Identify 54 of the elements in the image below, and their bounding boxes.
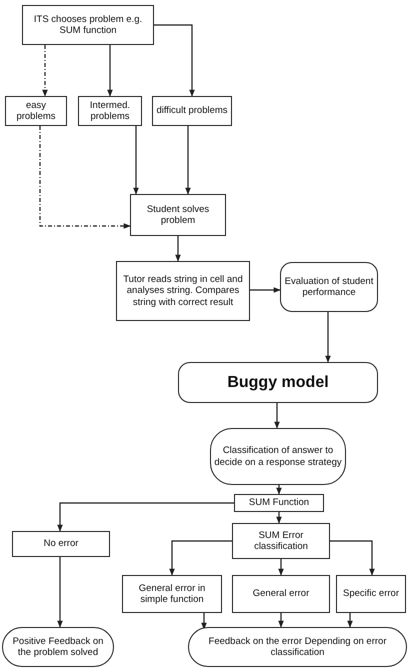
node-label: Intermed. problems [88,100,132,122]
arrow [39,126,131,229]
node-label: difficult problems [156,105,228,117]
node-label: General error in simple function [138,582,206,606]
node-label: Buggy model [227,372,329,392]
arrow [325,312,331,363]
process-box [336,575,406,613]
arrow [201,613,207,630]
arrow [330,540,375,576]
process-box [78,96,142,126]
arrow [133,126,139,195]
rounded-box [2,627,114,667]
arrow [57,557,63,628]
arrow [57,502,234,532]
node-label: SUM Error classification [253,530,309,552]
arrow [185,126,191,195]
arrow [347,613,353,628]
arrow [276,512,282,524]
arrow [154,24,195,97]
rounded-box [188,627,407,667]
process-box [234,494,324,512]
process-box [232,575,330,613]
process-box [130,194,226,236]
arrow [175,236,181,262]
node-label: General error [252,588,310,600]
node-label: Student solves problem [146,204,210,226]
rounded-box [178,362,378,403]
node-label: easy problems [15,100,57,122]
node-label: Positive Feedback on the problem solved [12,636,104,658]
node-label: No error [44,538,78,550]
arrow [250,287,281,293]
process-box [152,96,232,126]
node-label: Feedback on the error Depending on error classification [208,636,388,658]
node-label: Evaluation of student performance [284,276,374,298]
node-label: Tutor reads string in cell and analyses string. Compares string with correct result [122,274,244,308]
arrow [107,45,113,97]
rounded-box [280,262,378,312]
arrow [276,485,282,495]
arrow [169,540,232,576]
process-box [12,531,110,557]
rounded-box [210,428,346,485]
process-box [232,523,330,559]
process-box [22,5,154,45]
node-label: SUM Function [248,497,310,509]
arrow [42,45,48,97]
arrow [278,613,284,628]
node-label: Specific error [343,588,399,600]
process-box [5,96,67,126]
node-label: Classification of answer to decide on a response strategy [214,445,342,468]
process-box [116,261,250,321]
arrow [274,403,280,429]
process-box [122,575,222,613]
arrow [278,559,284,576]
node-label: ITS chooses problem e.g. SUM function [32,14,144,36]
